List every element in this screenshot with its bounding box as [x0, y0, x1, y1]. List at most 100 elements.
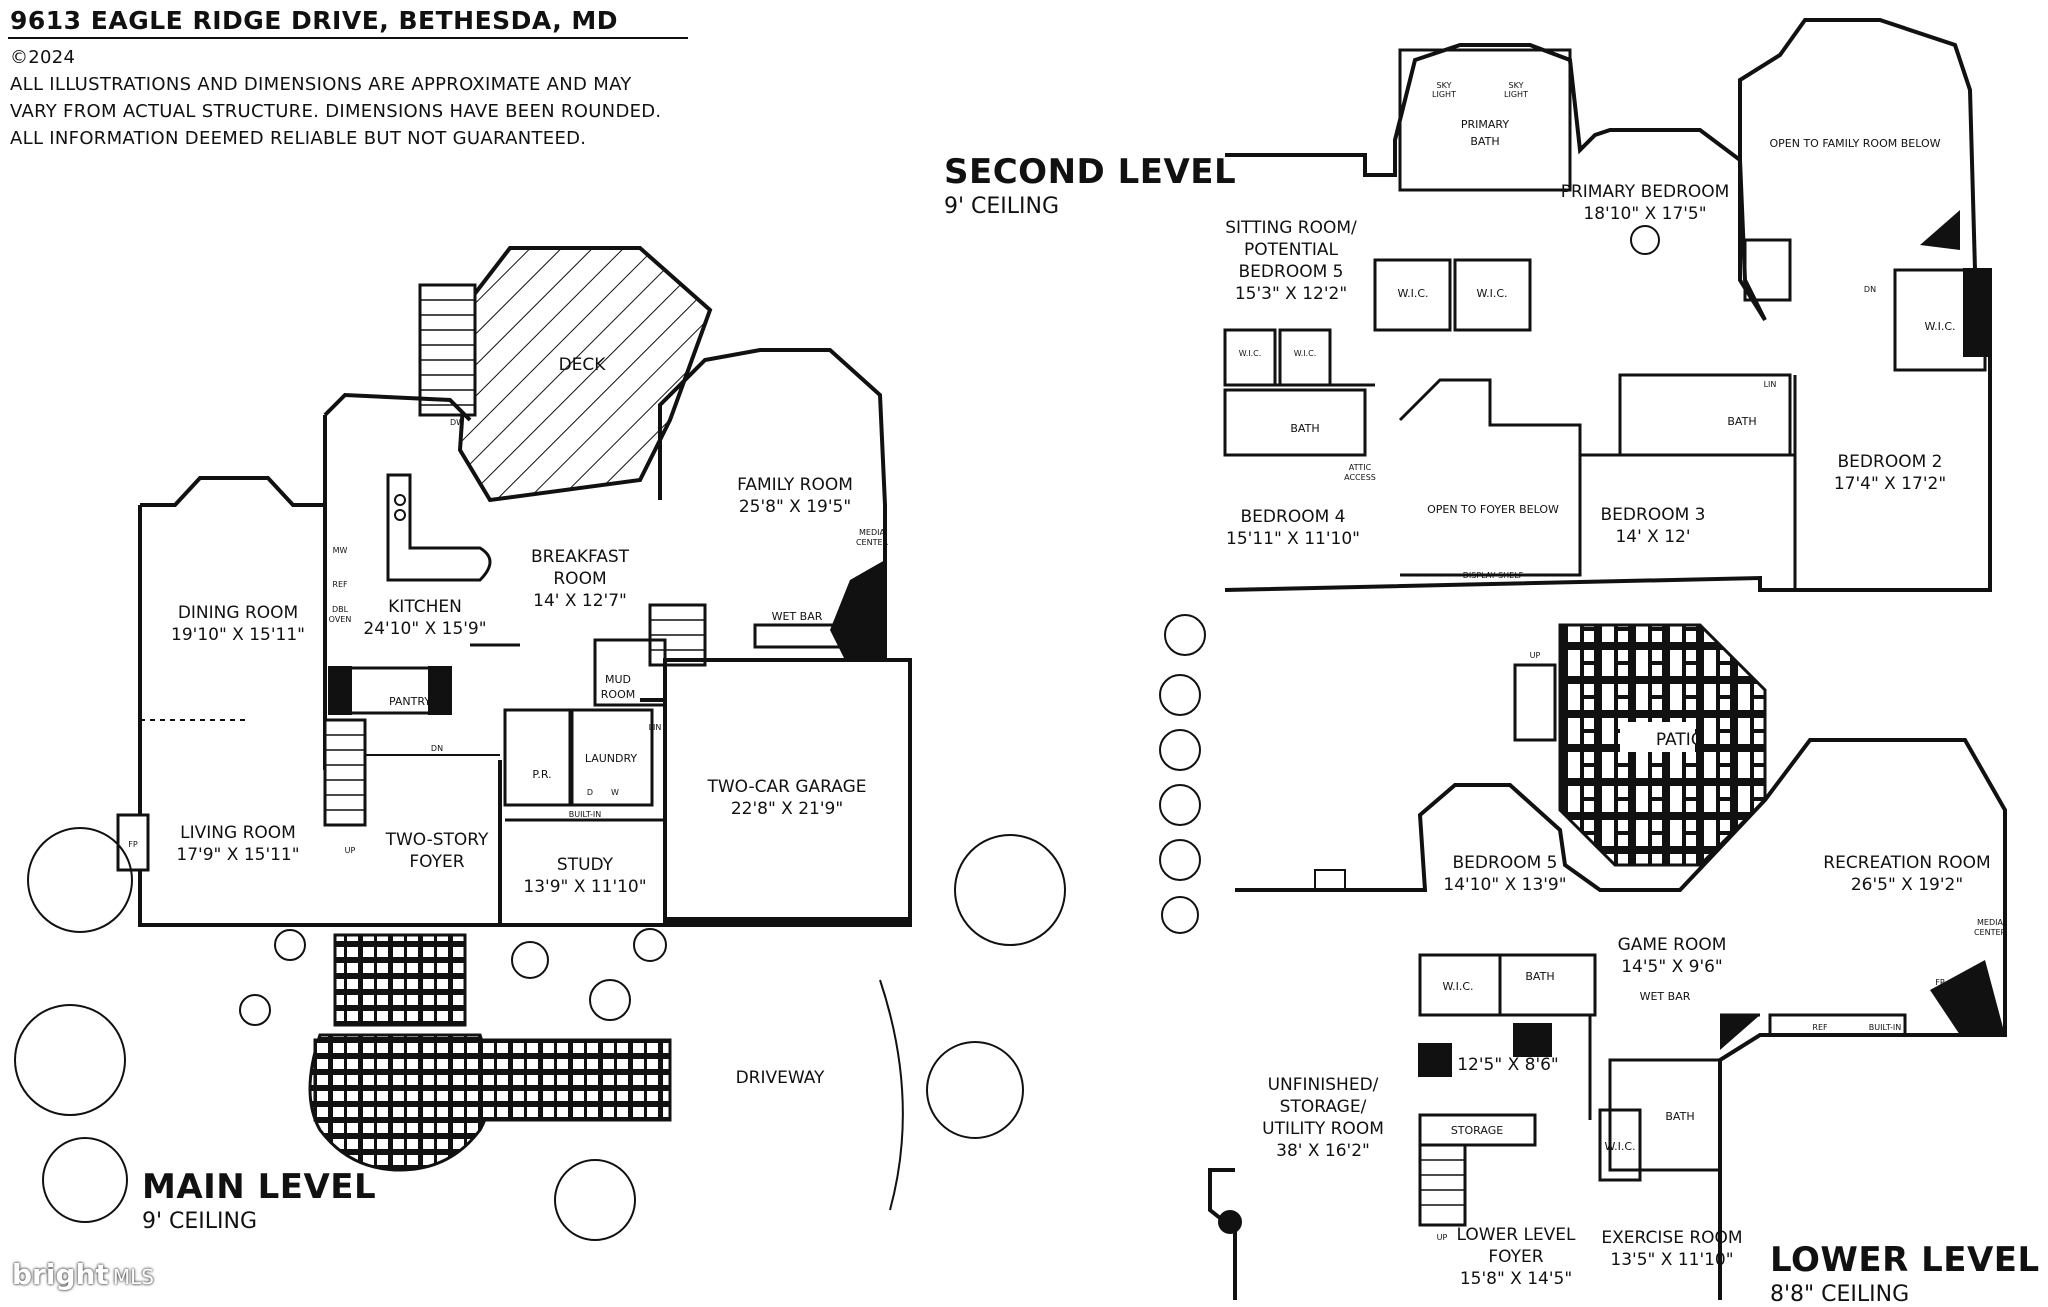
bath-label-1: BATH [1290, 422, 1319, 435]
lower-bath-label-1: BATH [1525, 970, 1554, 983]
recreation-room-name: RECREATION ROOM [1823, 853, 1990, 873]
lower-built-in-label: BUILT-IN [1869, 1023, 1901, 1032]
sitting-wic-1 [1223, 328, 1277, 387]
bedroom3-dim: 14' X 12' [1615, 527, 1690, 547]
primary-wic-2 [1453, 258, 1532, 332]
unnamed-room-dim: 12'5" X 8'6" [1457, 1055, 1559, 1075]
lower-level-labels: PATIO BEDROOM 5 14'10" X 13'9" RECREATIO… [1262, 651, 2006, 1289]
dryer-label: D [587, 788, 593, 797]
lower-level-plan [1159, 614, 2007, 1300]
garage-dim: 22'8" X 21'9" [731, 799, 843, 819]
lower-media-label-2: CENTER [1974, 928, 2007, 937]
wet-bar-label: WET BAR [772, 610, 823, 623]
foyer-name-2: FOYER [409, 852, 464, 872]
fp-label: FP [128, 840, 138, 849]
main-exterior-west [138, 505, 665, 927]
bedroom2-wic-label: W.I.C. [1924, 320, 1955, 333]
up-label: UP [345, 846, 356, 855]
ref-label: REF [332, 580, 348, 589]
primary-bedroom-name: PRIMARY BEDROOM [1561, 182, 1730, 202]
patio-label: PATIO [1656, 730, 1704, 750]
exercise-room-dim: 13'5" X 11'10" [1610, 1250, 1733, 1270]
primary-wic-1 [1373, 258, 1452, 332]
lower-ref-label: REF [1812, 1023, 1828, 1032]
bedroom4-name: BEDROOM 4 [1241, 507, 1346, 527]
wic-label-3: W.I.C. [1397, 287, 1428, 300]
main-stairs [323, 718, 367, 827]
exercise-wic-label: W.I.C. [1604, 1140, 1635, 1153]
second-stairs [1743, 238, 1792, 302]
sitting-room-dim: 15'3" X 12'2" [1235, 284, 1347, 304]
main-level-plan [14, 246, 1066, 1241]
garage-name: TWO-CAR GARAGE [706, 777, 866, 797]
dn-label: DN [431, 744, 443, 753]
family-room-dim: 25'8" X 19'5" [739, 497, 851, 517]
family-room-walls [658, 348, 887, 660]
attic-label-2: ACCESS [1344, 473, 1376, 482]
copyright: ©2024 [10, 47, 76, 68]
lower-foyer-dim: 15'8" X 14'5" [1460, 1269, 1572, 1289]
breakfast-room-name-1: BREAKFAST [531, 547, 630, 567]
dining-bay [140, 476, 325, 507]
breakfast-room-dim: 14' X 12'7" [533, 591, 627, 611]
kitchen-dim: 24'10" X 15'9" [363, 619, 486, 639]
main-level-title: MAIN LEVEL 9' CEILING [142, 1167, 376, 1234]
storage-closet [1418, 1113, 1537, 1147]
sitting-room-name-1: SITTING ROOM/ [1225, 218, 1357, 238]
open-to-family-label: OPEN TO FAMILY ROOM BELOW [1769, 137, 1940, 150]
foyer-open [1398, 378, 1582, 577]
study-dim: 13'9" X 11'10" [523, 877, 646, 897]
bedroom2-dim: 17'4" X 17'2" [1834, 474, 1946, 494]
dw-label: DW [450, 418, 464, 427]
recreation-room-dim: 26'5" X 19'2" [1851, 875, 1963, 895]
second-level-ceiling: 9' CEILING [944, 194, 1060, 219]
attic-label-1: ATTIC [1349, 463, 1372, 472]
bedroom4-dim: 15'11" X 11'10" [1226, 529, 1360, 549]
disclaimer-line-2: VARY FROM ACTUAL STRUCTURE. DIMENSIONS H… [10, 101, 662, 122]
lin-label: LIN [649, 723, 662, 732]
kitchen-north [323, 392, 472, 422]
lower-level-title: LOWER LEVEL 8'8" CEILING [1770, 1240, 2040, 1307]
property-address: 9613 EAGLE RIDGE DRIVE, BETHESDA, MD [10, 6, 619, 35]
laundry-room [570, 708, 654, 807]
primary-bath [1398, 48, 1572, 192]
deck-stairs [418, 283, 477, 417]
powder-room-label: P.R. [532, 768, 551, 781]
cab-label: CAB [862, 571, 879, 580]
game-room-name: GAME ROOM [1618, 935, 1727, 955]
unfinished-dim: 38' X 16'2" [1276, 1141, 1370, 1161]
second-level-plan [1223, 18, 1992, 592]
breakfast-room-name-2: ROOM [553, 569, 606, 589]
main-wet-bar [753, 623, 842, 649]
lower-bath-label-2: BATH [1665, 1110, 1694, 1123]
unfinished-name-2: STORAGE/ [1280, 1097, 1367, 1117]
primary-bedroom-dim: 18'10" X 17'5" [1583, 204, 1706, 224]
living-room-name: LIVING ROOM [180, 823, 296, 843]
second-level-title: SECOND LEVEL 9' CEILING [944, 152, 1236, 219]
sitting-room-name-2: POTENTIAL [1244, 240, 1339, 260]
bath-4 [1223, 388, 1367, 457]
second-level-labels: PRIMARY BATH SKY LIGHT SKY LIGHT PRIMARY… [1225, 81, 1955, 580]
primary-bath-name-2: BATH [1470, 135, 1499, 148]
watermark-suffix: MLS [112, 1265, 154, 1289]
bedroom5-dim: 14'10" X 13'9" [1443, 875, 1566, 895]
sitting-wic-2 [1278, 328, 1332, 387]
pantry-label: PANTRY [389, 695, 431, 708]
study-name: STUDY [557, 855, 614, 875]
kitchen-island [386, 473, 492, 582]
exercise-room-name: EXERCISE ROOM [1601, 1228, 1742, 1248]
sitting-room-name-3: BEDROOM 5 [1239, 262, 1344, 282]
lower-up-label: UP [1437, 1233, 1448, 1242]
dining-room-dim: 19'10" X 15'11" [171, 625, 305, 645]
lower-fp-label: FP [1935, 978, 1945, 987]
dining-room-name: DINING ROOM [178, 603, 298, 623]
address-underline [8, 37, 688, 39]
watermark-brand: bright [12, 1258, 109, 1291]
skylight-1a: SKY [1437, 81, 1452, 90]
driveway-edge [879, 979, 904, 1211]
wic-label-1: W.I.C. [1239, 349, 1262, 358]
mud-room-label-1: MUD [605, 673, 631, 686]
center-label: CENTER [856, 538, 889, 547]
lower-stairs [1418, 1143, 1467, 1227]
dbl-label: DBL [332, 605, 349, 614]
